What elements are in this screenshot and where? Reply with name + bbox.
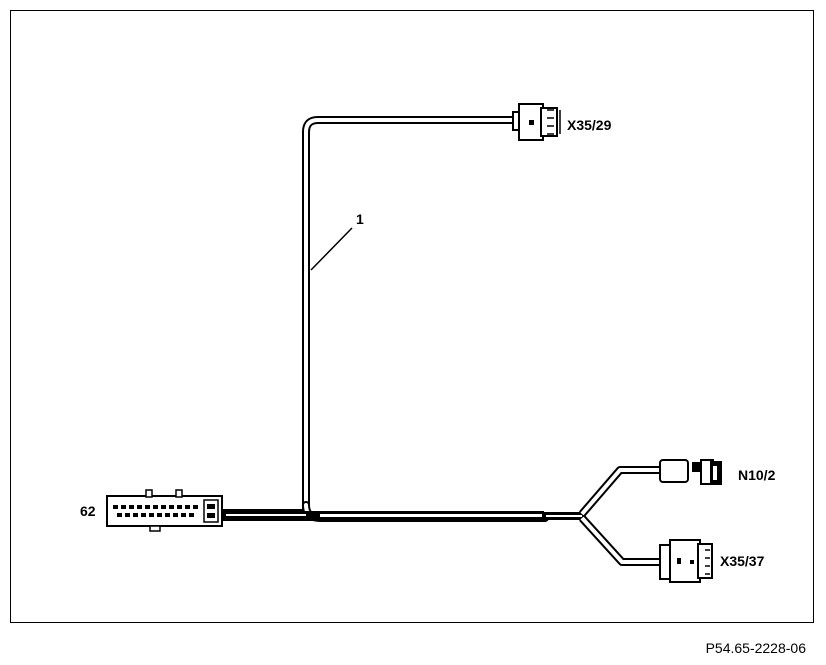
- connector-62: [106, 489, 223, 532]
- connector-62-label: 62: [80, 503, 96, 519]
- connector-x35-37-label: X35/37: [720, 553, 765, 569]
- connector-n10-2-label: N10/2: [738, 467, 776, 483]
- connector-x35-29-label: X35/29: [567, 117, 612, 133]
- branch-wire-x35-37: [579, 515, 662, 566]
- harness-callout-leader: [310, 227, 353, 271]
- connector-x35-37: [659, 539, 713, 583]
- figure-reference: P54.65-2228-06: [705, 640, 806, 656]
- connector-n10-2: [659, 459, 722, 485]
- harness-main-wire: [218, 116, 549, 522]
- harness-sleeve: [222, 511, 584, 521]
- harness-label: 1: [356, 211, 364, 227]
- diagram-frame: [10, 10, 814, 623]
- connector-x35-29: [512, 103, 561, 141]
- branch-wire-n10-2: [578, 466, 662, 517]
